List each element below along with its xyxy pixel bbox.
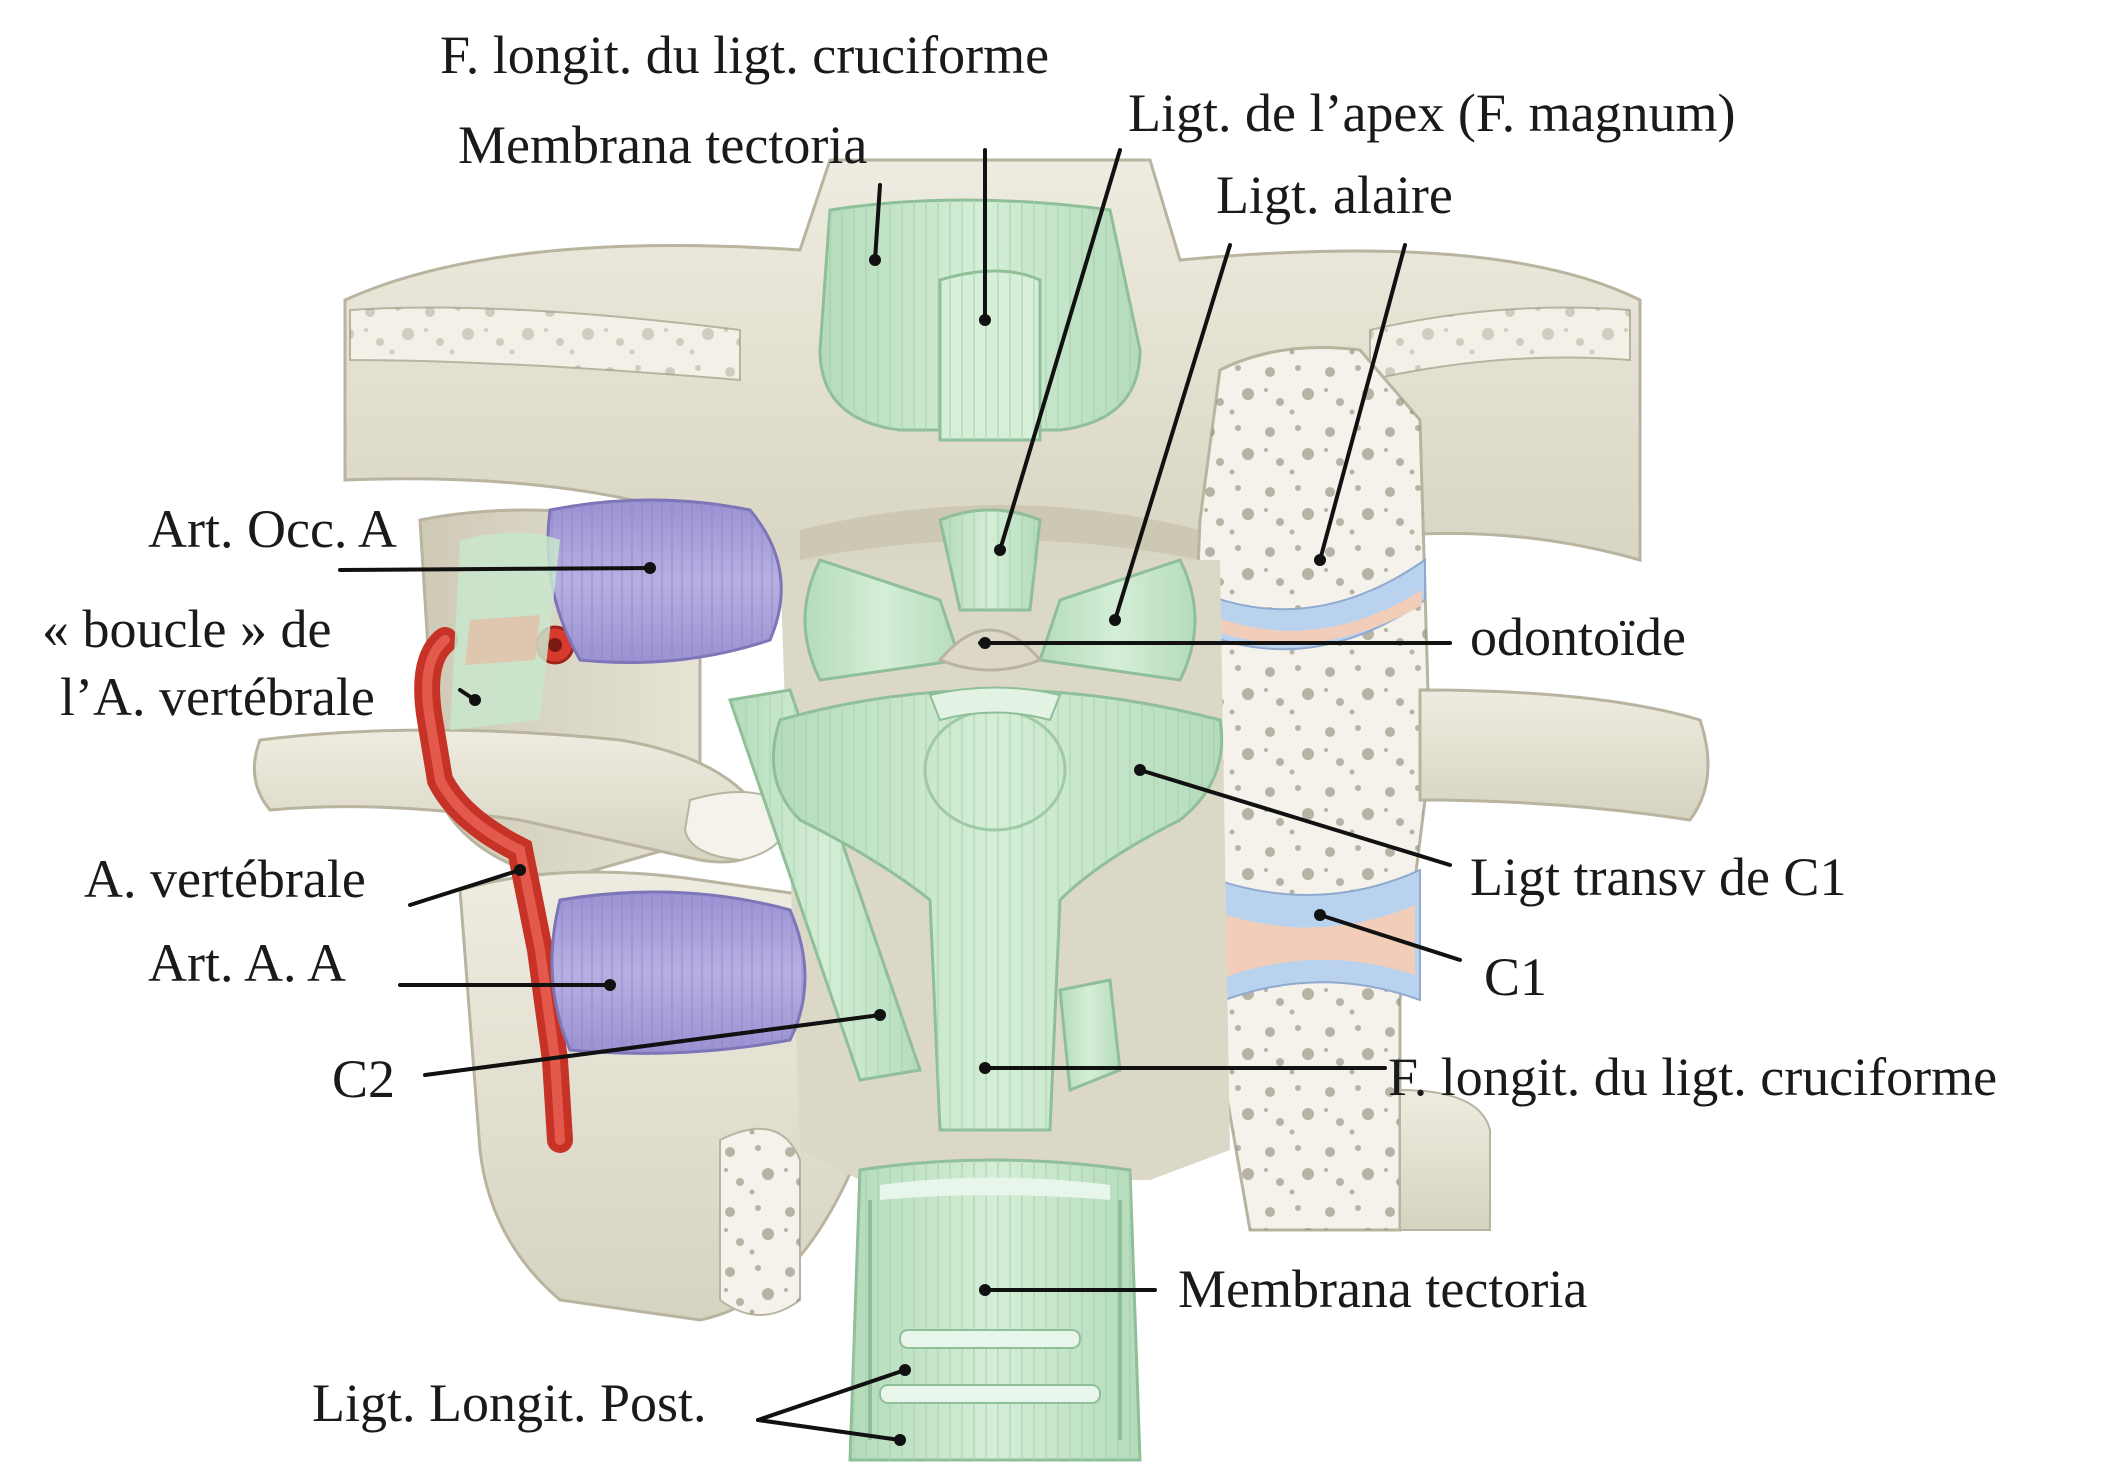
label-ligt-alaire: Ligt. alaire (1216, 165, 1453, 225)
label-boucle-line1: « boucle » de (42, 599, 332, 659)
label-ligt-longit-post: Ligt. Longit. Post. (312, 1373, 707, 1433)
label-art-occ: Art. Occ. A (148, 499, 397, 559)
label-c2: C2 (332, 1049, 396, 1109)
leader-dots (469, 254, 1326, 1446)
label-art-aa: Art. A. A (148, 933, 347, 993)
label-membrana-tectoria-bottom: Membrana tectoria (1178, 1259, 1588, 1319)
label-odontoide: odontoïde (1470, 607, 1686, 667)
label-ligt-transv-c1: Ligt transv de C1 (1470, 847, 1847, 907)
joint-capsule-occ-atlas (546, 498, 783, 664)
label-f-longit-top: F. longit. du ligt. cruciforme (440, 25, 1050, 85)
label-a-vertebrale: A. vertébrale (84, 849, 366, 909)
joint-capsule-atlanto-axial (550, 890, 807, 1055)
label-boucle-line2: l’A. vertébrale (60, 667, 375, 727)
label-membrana-tectoria-top: Membrana tectoria (458, 115, 868, 175)
label-f-longit-bottom: F. longit. du ligt. cruciforme (1388, 1047, 1998, 1107)
label-ligt-apex: Ligt. de l’apex (F. magnum) (1128, 83, 1736, 143)
leader-lines (338, 148, 1462, 1442)
label-c1: C1 (1484, 947, 1548, 1007)
